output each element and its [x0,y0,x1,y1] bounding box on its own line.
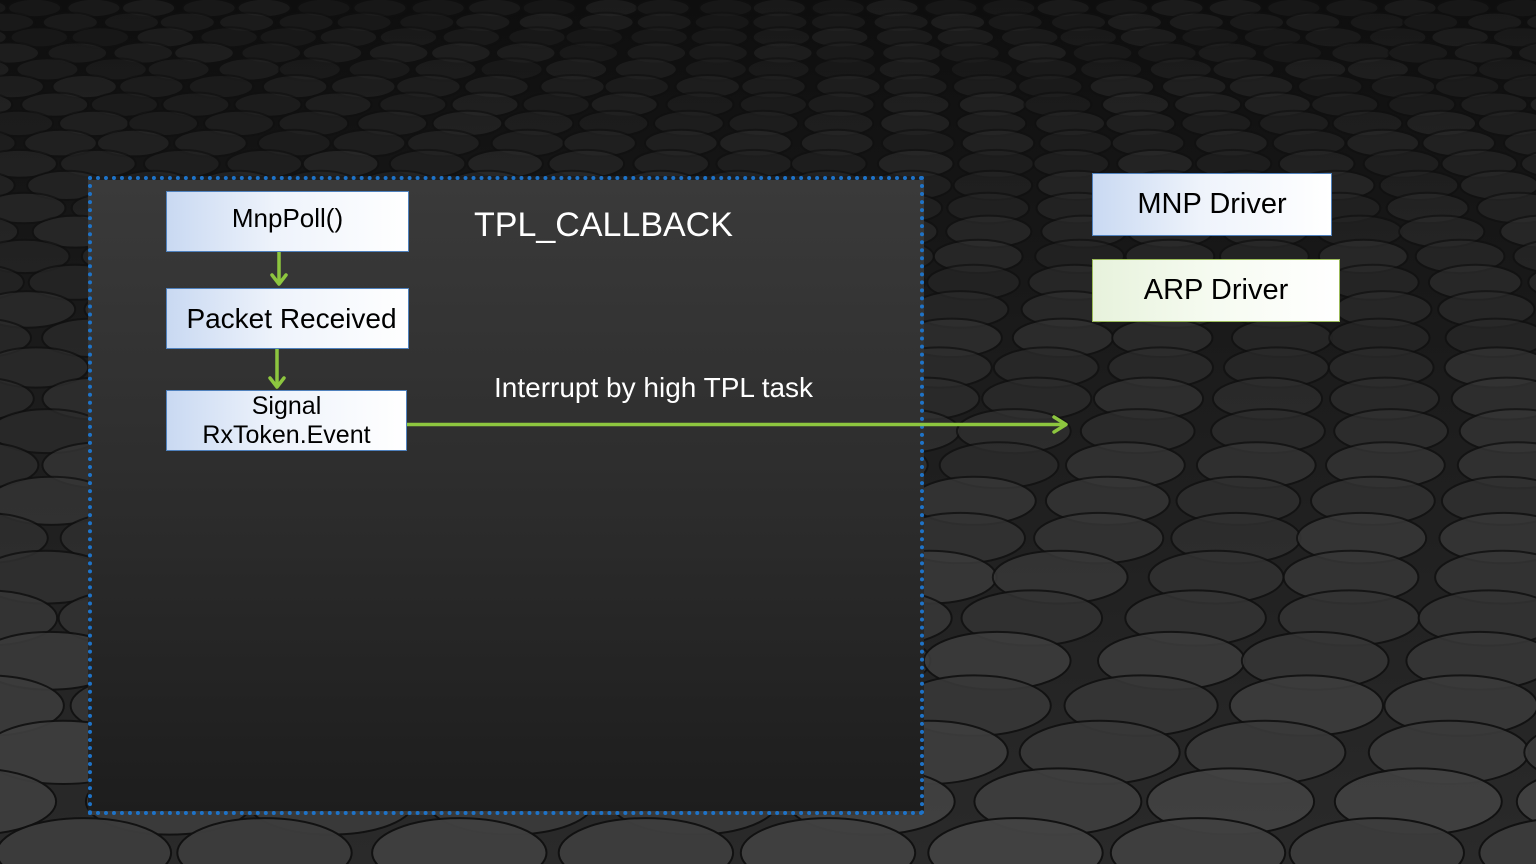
signal-event-box: Signal RxToken.Event [166,390,407,451]
signal-label-line1: Signal [251,391,322,420]
arp-driver-box: ARP Driver [1092,259,1340,322]
tpl-callback-frame [88,176,924,815]
mnp-driver-label: MNP Driver [1137,188,1287,220]
tpl-level-label: TPL_CALLBACK [474,206,733,244]
packet-received-label: Packet Received [186,302,397,334]
interrupt-edge-label: Interrupt by high TPL task [494,372,814,403]
packet-received-box: Packet Received [166,288,409,349]
signal-label-line2: RxToken.Event [202,420,371,449]
mnp-driver-box: MNP Driver [1092,173,1332,236]
mnppoll-box: MnpPoll() [166,191,409,252]
mnppoll-label: MnpPoll() [231,203,344,233]
arp-driver-label: ARP Driver [1143,274,1289,306]
